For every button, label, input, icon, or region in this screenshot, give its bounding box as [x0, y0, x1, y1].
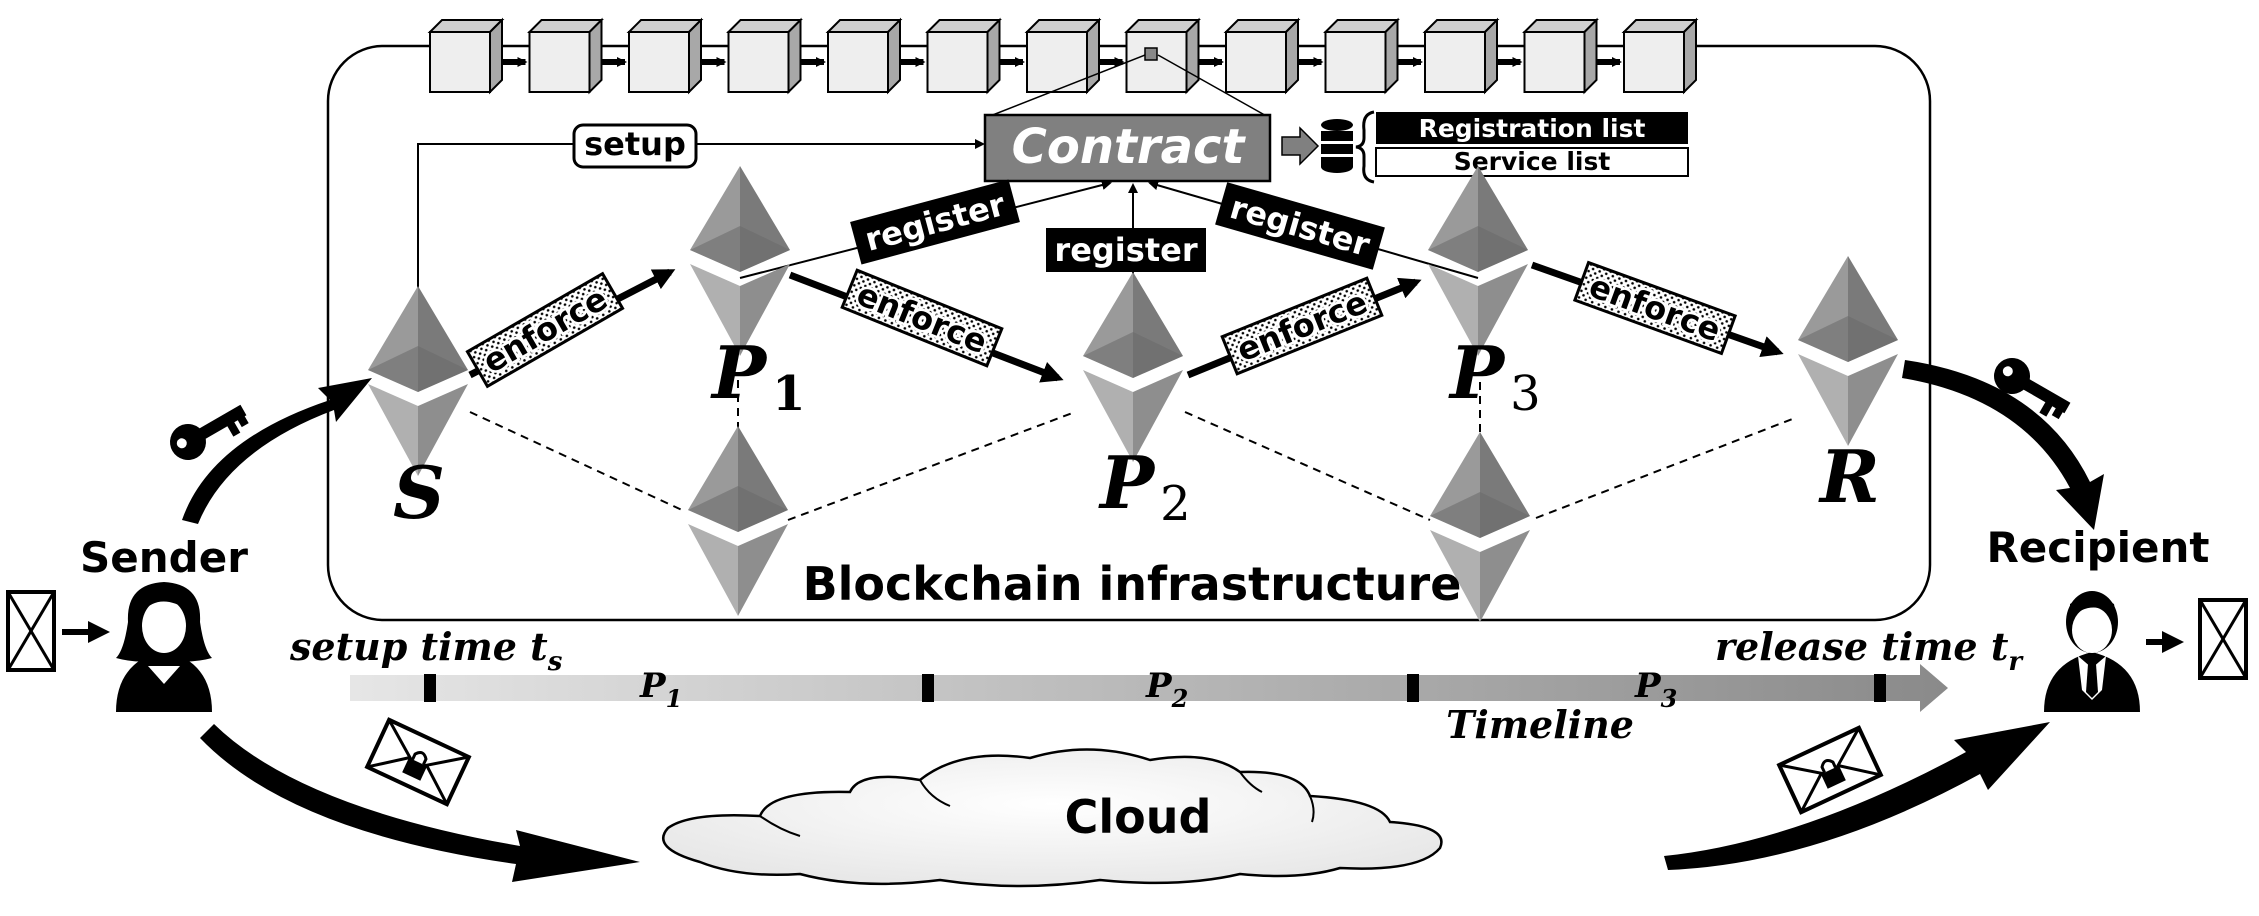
enforce-tag: enforce	[840, 268, 1004, 368]
enforce-tag-text: enforce	[1584, 267, 1726, 350]
timeline-period-p1: P1	[639, 666, 682, 713]
timeline-period-p2: P2	[1145, 666, 1188, 713]
sender-to-cloud-arrow	[200, 724, 640, 882]
block-cube	[1323, 17, 1400, 95]
release-time-label: release time tr	[1715, 624, 2024, 677]
recipient-label: Recipient	[1986, 523, 2209, 572]
encrypted-message-icon-recipient	[1776, 725, 1884, 815]
timeline-tick	[1407, 674, 1419, 702]
enforce-tag: enforce	[1220, 276, 1384, 376]
enforce-tag-text: enforce	[1231, 283, 1372, 369]
block-cube	[1124, 17, 1201, 95]
cloud-label: Cloud	[1065, 790, 1212, 844]
block-cube	[427, 17, 505, 95]
key-icon-recipient	[1994, 358, 2071, 420]
svg-text:register: register	[861, 185, 1009, 259]
node-label-s: S	[393, 450, 445, 535]
ethereum-node-backup-1	[688, 426, 788, 616]
sender-to-s-arrow	[182, 378, 372, 524]
svg-text:register: register	[1054, 231, 1197, 269]
timeline-tick	[1874, 674, 1886, 702]
registration-list-label: Registration list	[1419, 114, 1646, 143]
timeline-label: Timeline	[1446, 702, 1634, 747]
enforce-tag: enforce	[465, 271, 625, 389]
key-icon-sender	[170, 404, 249, 460]
block-cube	[726, 17, 803, 95]
ethereum-node-p3	[1428, 166, 1528, 356]
message-icon-recipient	[2198, 598, 2248, 680]
contract-box	[983, 113, 1272, 183]
block-cube	[527, 17, 604, 95]
setup-tag: setup	[584, 125, 686, 163]
svg-text:register: register	[1226, 188, 1374, 264]
block-cube	[626, 17, 704, 95]
ethereum-node-p1	[690, 166, 790, 356]
block-cube	[825, 17, 903, 95]
register-tag-p2: register	[1046, 228, 1206, 272]
timeline-tick	[424, 674, 436, 702]
block-cube	[1223, 17, 1301, 95]
cloud-to-recipient-arrow	[1664, 722, 2050, 870]
block-cube	[1024, 17, 1102, 95]
register-tag-p1: register	[850, 179, 1020, 265]
block-chain	[427, 17, 1699, 95]
sender-avatar-icon	[116, 582, 212, 712]
r-to-recipient-arrow	[1902, 360, 2104, 530]
setup-time-label: setup time ts	[289, 624, 563, 677]
ethereum-node-p2	[1083, 272, 1183, 462]
registration-list-box	[1376, 112, 1688, 144]
service-list-box	[1375, 147, 1689, 177]
timeline-bar	[350, 664, 1948, 712]
enforce-tag: enforce	[1572, 260, 1738, 356]
message-icon-sender	[6, 590, 56, 672]
ethereum-node-r	[1798, 256, 1898, 446]
block-cube	[1422, 17, 1500, 95]
recipient-avatar-icon	[2044, 591, 2140, 712]
register-tag-p3: register	[1215, 182, 1385, 270]
block-cube	[925, 17, 1002, 95]
timeline-tick	[922, 674, 934, 702]
cloud-shape	[662, 748, 1443, 888]
enforce-tag-text: enforce	[476, 279, 614, 380]
enforce-tag-text: enforce	[851, 275, 992, 361]
ethereum-node-backup-2	[1430, 432, 1530, 622]
blockchain-label: Blockchain infrastructure	[803, 557, 1462, 611]
block-cube	[1522, 17, 1599, 95]
ethereum-node-s	[368, 286, 468, 476]
sender-label: Sender	[80, 533, 248, 582]
block-cube	[1621, 17, 1699, 95]
database-icon	[1321, 119, 1353, 173]
contract-label: Contract	[1012, 119, 1247, 175]
encrypted-message-icon-sender	[364, 717, 472, 807]
timeline-period-p3: P3	[1634, 666, 1677, 713]
node-label-r: R	[1818, 434, 1880, 519]
